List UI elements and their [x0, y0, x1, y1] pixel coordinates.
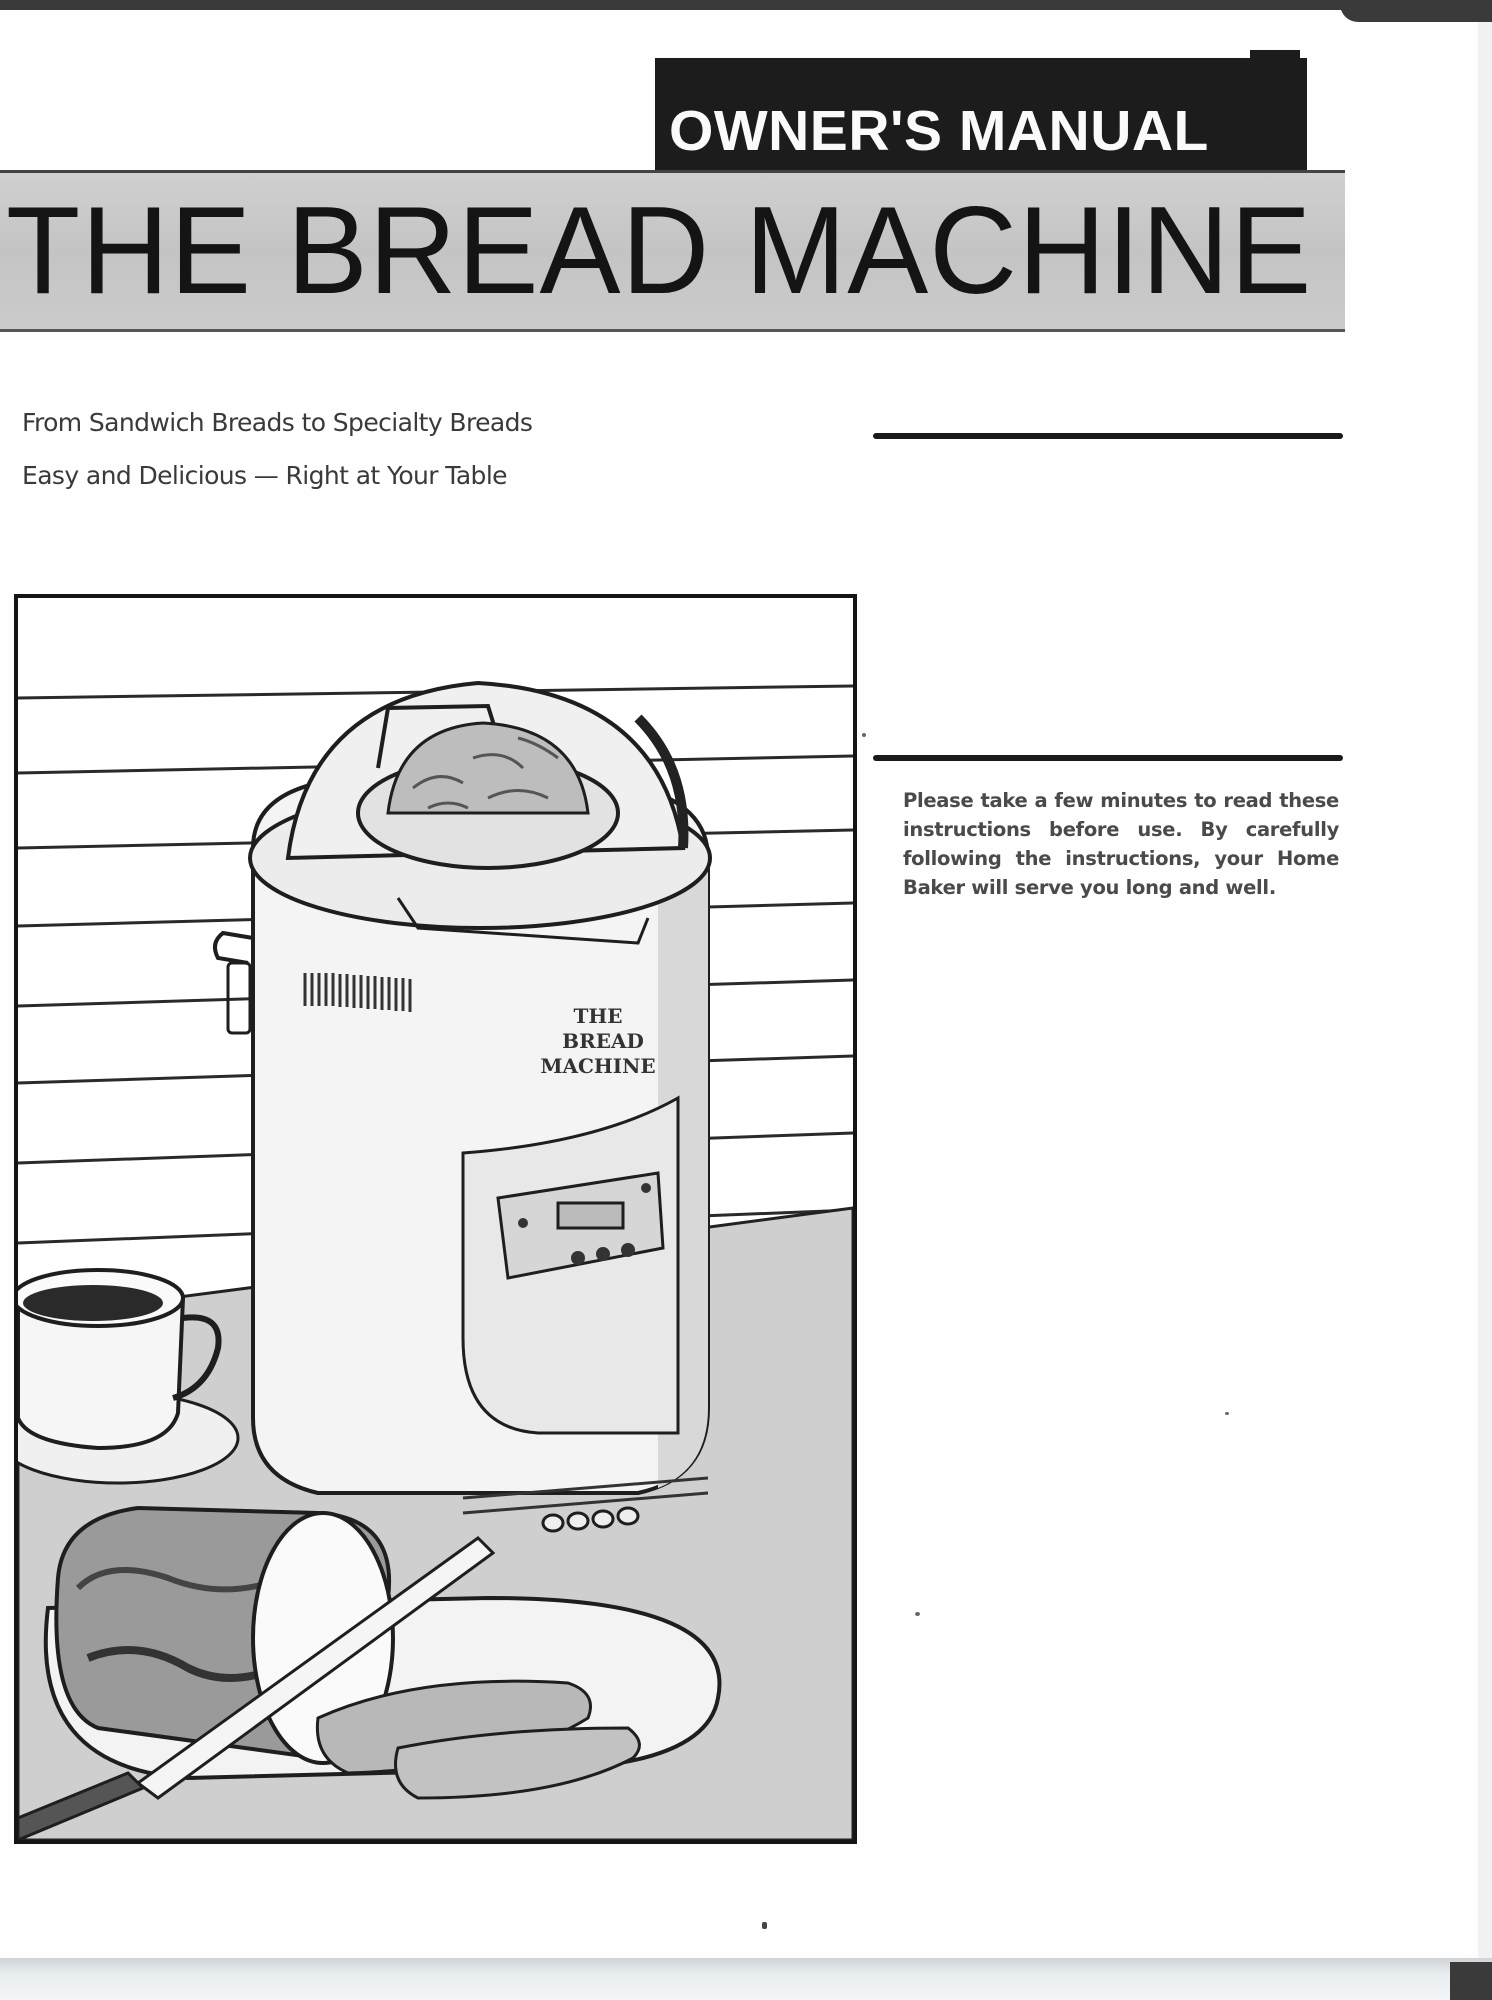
scan-top-border: [0, 0, 1492, 10]
cover-illustration: THE BREAD MACHINE: [14, 594, 857, 1844]
scan-speck: [862, 733, 866, 737]
svg-text:THE: THE: [573, 1004, 622, 1028]
page-edge: [1478, 10, 1492, 1960]
read-instructions-notice: Please take a few minutes to read these …: [903, 789, 1339, 899]
bread-machine-icon: THE BREAD MACHINE: [212, 680, 712, 1533]
divider-rule-notice: [873, 755, 1343, 761]
owners-manual-badge: OWNER'S MANUAL: [655, 58, 1307, 172]
title-band: THE BREAD MACHINE: [0, 170, 1345, 332]
owners-manual-label: OWNER'S MANUAL: [669, 99, 1209, 163]
scan-bottom-corner: [1450, 1962, 1492, 2000]
svg-text:MACHINE: MACHINE: [540, 1054, 655, 1078]
lcd-display: [556, 1201, 625, 1230]
scan-speck: [915, 1612, 920, 1616]
knife-icon: [18, 1536, 496, 1840]
vent-slots: [303, 973, 412, 1012]
bread-machine-illustration: THE BREAD MACHINE: [18, 680, 853, 1840]
scan-bottom-border: [0, 1958, 1492, 2000]
machine-brand-label: THE BREAD MACHINE: [540, 1004, 655, 1078]
page-mark: [762, 1922, 767, 1929]
bread-slices-icon: [315, 1679, 641, 1800]
coffee-cup-icon: [18, 1268, 240, 1485]
scan-top-corner: [1340, 0, 1492, 22]
divider-rule-top: [873, 433, 1343, 439]
tagline-2: Easy and Delicious — Right at Your Table: [22, 461, 508, 490]
scan-speck: [1225, 1412, 1229, 1415]
document-title: THE BREAD MACHINE: [6, 182, 1313, 320]
svg-text:BREAD: BREAD: [562, 1029, 644, 1053]
tagline-1: From Sandwich Breads to Specialty Breads: [22, 408, 533, 437]
